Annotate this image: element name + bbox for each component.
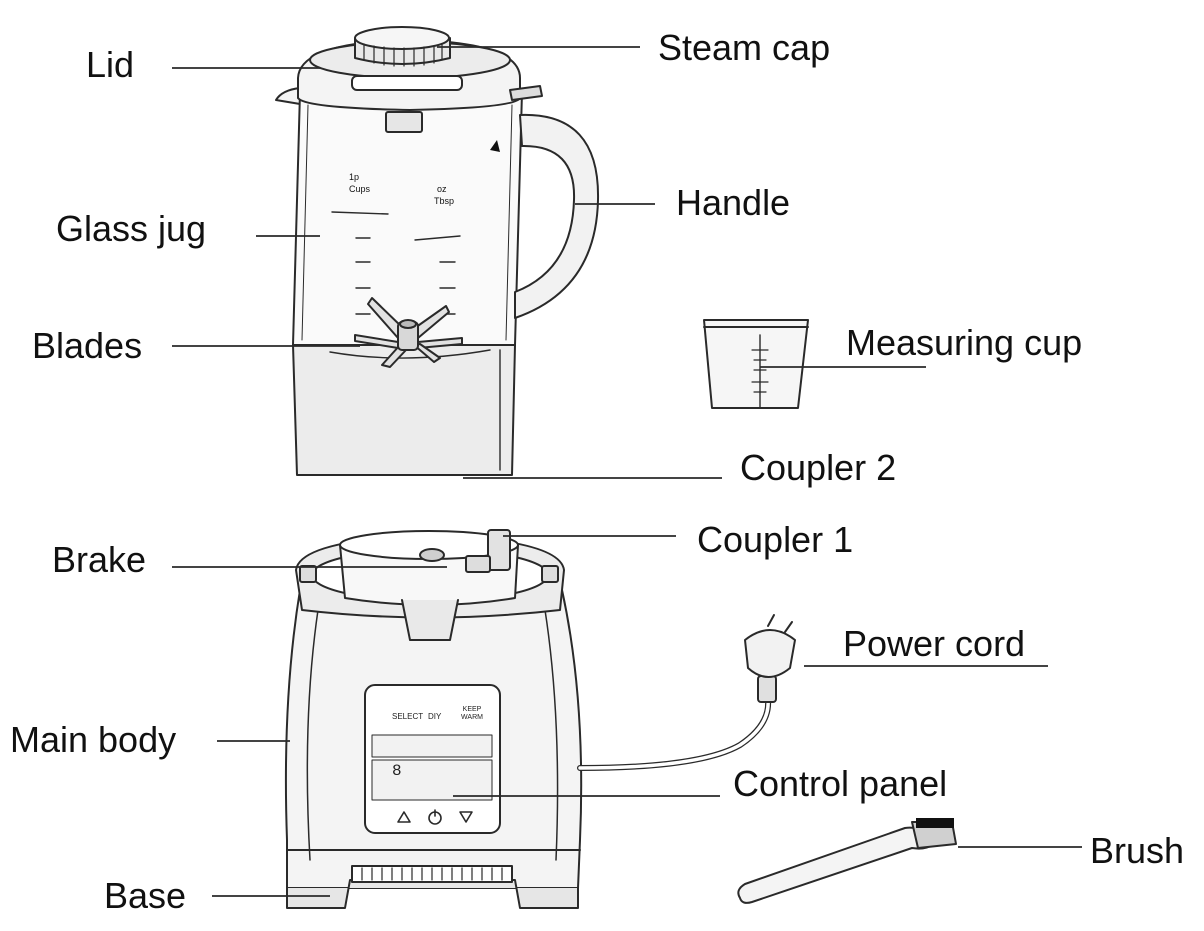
leader-lines <box>172 46 1082 897</box>
label-coupler-2: Coupler 2 <box>740 447 897 488</box>
label-handle: Handle <box>676 182 791 223</box>
label-coupler-1: Coupler 1 <box>697 519 854 560</box>
jug-scale-left <box>331 211 389 315</box>
steam-cap-drawing <box>354 26 451 67</box>
panel-display-digit: 8 <box>392 762 402 780</box>
label-control-panel: Control panel <box>733 763 948 804</box>
panel-select-text: SELECT <box>392 712 424 721</box>
brush-drawing <box>737 818 957 904</box>
blades-drawing <box>354 297 463 368</box>
panel-diy-text: DIY <box>428 712 442 721</box>
svg-text:1p: 1p <box>349 172 359 182</box>
glass-jug-drawing: 1p Cups oz Tbsp <box>275 87 523 476</box>
label-steam-cap: Steam cap <box>658 27 831 68</box>
label-brush: Brush <box>1090 830 1185 871</box>
svg-text:Cups: Cups <box>349 184 371 194</box>
label-measuring-cup: Measuring cup <box>846 322 1083 363</box>
label-power-cord: Power cord <box>843 623 1026 664</box>
handle-drawing <box>514 113 600 319</box>
label-blades: Blades <box>32 325 143 366</box>
label-brake: Brake <box>52 539 147 580</box>
label-lid: Lid <box>86 44 135 85</box>
measuring-cup-drawing <box>703 319 809 409</box>
svg-text:oz: oz <box>437 184 447 194</box>
svg-text:Tbsp: Tbsp <box>434 196 454 206</box>
panel-keep-warm-text: KEEP WARM <box>461 706 483 721</box>
label-base: Base <box>104 875 187 916</box>
brake-drawing <box>419 548 491 573</box>
label-glass-jug: Glass jug <box>56 208 207 249</box>
lid-drawing <box>297 39 543 133</box>
power-cord-drawing <box>577 614 796 771</box>
label-main-body: Main body <box>10 719 177 760</box>
